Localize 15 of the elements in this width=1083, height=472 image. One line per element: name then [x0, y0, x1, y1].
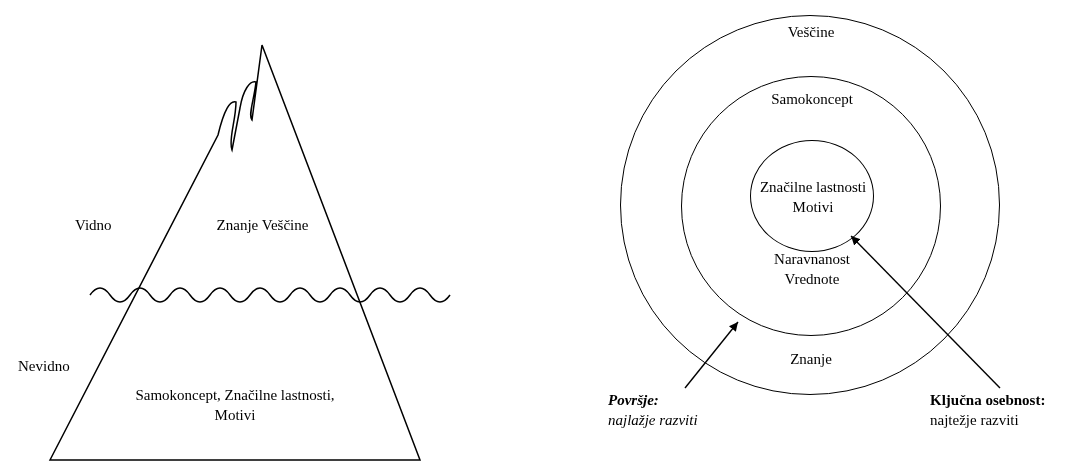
node-label: Samokoncept	[770, 90, 854, 109]
node-label: Naravnanost Vrednote	[773, 250, 851, 289]
callout-heading: Površje:	[608, 391, 660, 410]
zone-label: Nevidno	[18, 357, 70, 376]
callout-note: najlažje razviti	[608, 411, 699, 430]
callout-note: najtežje razviti	[930, 411, 1020, 430]
node-label: Veščine	[786, 23, 836, 42]
node-label: Značilne lastnosti Motivi	[758, 178, 868, 217]
arrow	[850, 235, 1001, 389]
node-label: Znanje	[789, 350, 833, 369]
node-label: Samokoncept, Značilne lastnosti, Motivi	[135, 386, 335, 425]
callout-heading: Ključna osebnost:	[930, 391, 1047, 410]
zone-label: Vidno	[75, 216, 112, 235]
node-label: Znanje Veščine	[215, 216, 310, 235]
arrow	[684, 321, 739, 389]
